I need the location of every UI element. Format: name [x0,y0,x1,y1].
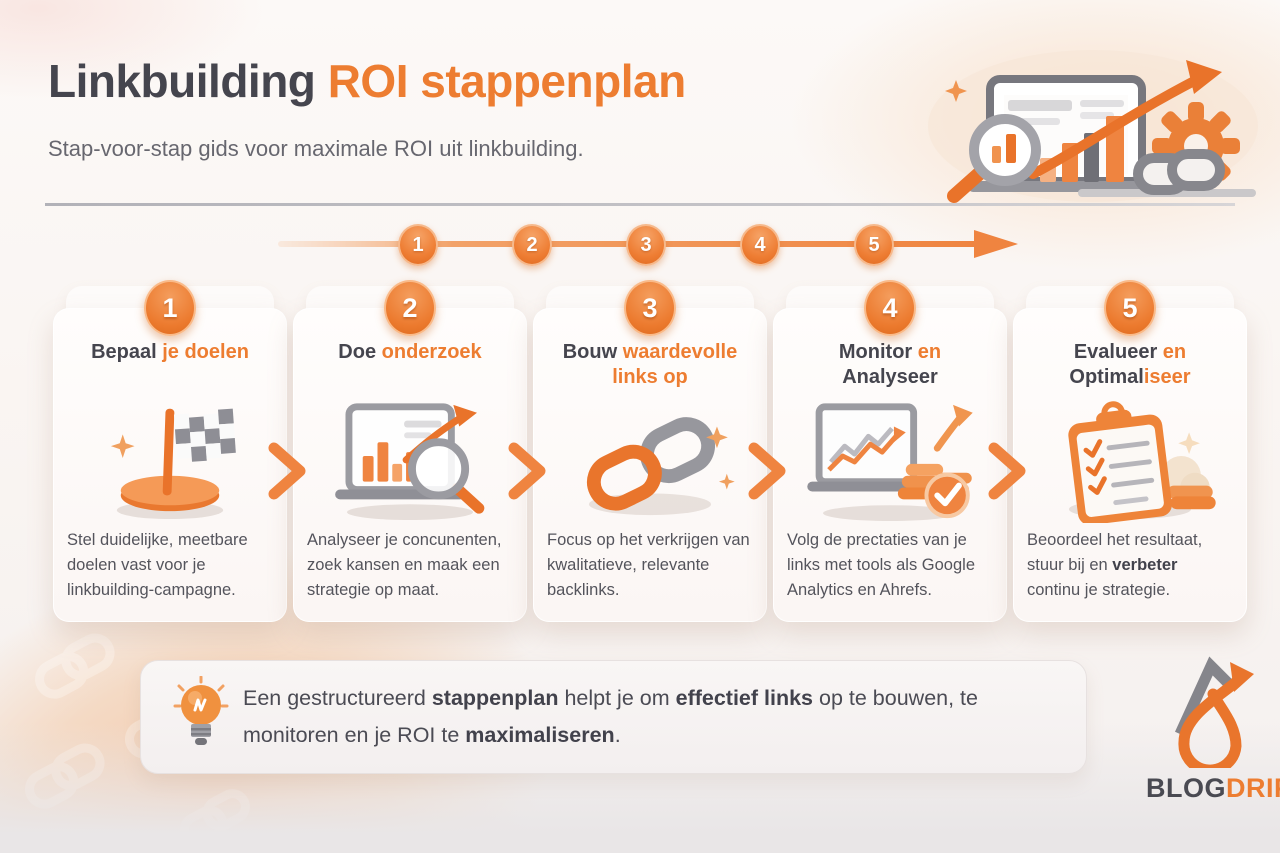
step-title: Bouw waardevolle links op [550,340,750,392]
logo-text-accent: DRIP [1226,773,1280,803]
header-illustration [928,46,1258,211]
summary-note: Een gestructureerd stappenplan helpt je … [140,660,1087,774]
step-title-dark: Optimal [1069,366,1144,388]
blogdrip-wordmark: BLOGDRIP [1146,773,1280,804]
timeline-step-label: 2 [526,233,538,256]
step-title: Monitor en Analyseer [790,340,990,392]
step-title-dark: Bouw [562,341,618,363]
step-description: Focus op het verkrijgen van kwalitatieve… [547,531,750,599]
step-description-part: continu je strategie. [1027,580,1171,599]
step-title-dark: Analyseer [842,366,938,388]
magnifier-icon [947,114,1041,203]
coins-icon [1161,456,1216,510]
step-title-accent: en [1162,341,1187,363]
monitor-analytics-icon [790,392,990,524]
chevron-right-icon [988,442,1026,500]
step-description: Stel duidelijke, meetbare doelen vast vo… [67,531,248,599]
step-number: 2 [402,292,418,323]
check-badge-icon [924,472,970,519]
step-description-part: Beoordeel het resultaat, stuur bij en [1027,531,1203,574]
sparkle-icon [110,434,135,458]
note-part: op te bouwen, te monitoren en je ROI te [243,686,978,747]
chain-link-icon [1133,149,1225,195]
laptop-research-icon [310,392,510,524]
step-title-dark: Evalueer [1073,341,1158,363]
timeline-step-2: 2 [512,224,552,266]
note-bold: effectief links [675,686,814,711]
step-number: 1 [162,292,178,323]
timeline-step-label: 1 [412,233,424,256]
step-title: Doe onderzoek [338,340,481,392]
note-part: Een gestructureerd [243,686,432,711]
note-part: . [614,723,621,747]
step-title-accent: je doelen [162,341,249,363]
summary-note-text: Een gestructureerd stappenplan helpt je … [243,680,1063,754]
step-number: 5 [1122,292,1138,323]
timeline-step-label: 4 [754,233,766,256]
step-number-badge: 4 [864,280,916,336]
sparkle-icon [706,426,728,449]
step-title-accent: onderzoek [381,341,482,363]
step-number-badge: 5 [1104,280,1156,336]
sparkle-icon [1178,432,1200,455]
growth-arrow-icon [1028,60,1222,179]
chevron-right-icon [508,442,546,500]
step-number: 3 [642,292,658,323]
step-description-bold: verbeter [1112,555,1178,574]
page-subtitle: Stap-voor-stap gids voor maximale ROI ui… [48,136,584,161]
lightbulb-icon [171,675,231,763]
timeline-step-4: 4 [740,224,780,266]
note-bold: maximaliseren [465,723,615,747]
step-description: Beoordeel het resultaat, stuur bij en ve… [1027,528,1233,602]
step-title: Evalueer en Optimaliseer [1030,340,1230,392]
sparkle-icon [945,80,967,102]
blogdrip-drop-icon [1174,656,1254,776]
note-part: helpt je om [558,686,676,711]
chevron-right-icon [268,442,306,500]
step-number-badge: 1 [144,280,196,336]
note-bold: stappenplan [431,686,559,711]
sparkle-icon [718,473,735,490]
step-description: Volg de prectaties van je links met tool… [787,531,976,599]
step-card-1: 1 Bepaal je doelen Stel dui [53,280,287,622]
step-title: Bepaal je doelen [91,340,249,392]
timeline-step-3: 3 [626,224,666,266]
step-description: Analyseer je concunenten, zoek kansen en… [307,531,502,599]
step-title-accent: iseer [1143,366,1191,388]
step-title-dark: Bepaal [91,341,157,363]
page-title: Linkbuilding ROI stappenplan [48,54,686,108]
step-number-badge: 3 [624,280,676,336]
timeline-step-label: 5 [868,233,880,256]
header-divider [45,203,1235,206]
step-number-badge: 2 [384,280,436,336]
step-title-dark: Doe [338,341,377,363]
page-title-dark: Linkbuilding [48,55,316,107]
step-number: 4 [882,292,898,323]
step-card-4: 4 Monitor en Analyseer [773,280,1007,622]
logo-text-dark: BLOG [1146,773,1226,803]
page-title-accent: ROI stappenplan [327,55,686,107]
timeline-step-label: 3 [640,233,652,256]
chevron-right-icon [748,442,786,500]
finish-flag-icon [70,392,270,524]
blogdrip-logo: BLOGDRIP [1146,650,1280,804]
step-title-dark: Monitor [838,341,913,363]
step-card-3: 3 Bouw waardevolle links op Focus op het [533,280,767,622]
timeline-step-1: 1 [398,224,438,266]
step-card-2: 2 Doe onderzoek [293,280,527,622]
step-title-accent: waardevolle links op [612,341,738,388]
step-title-accent: en [917,341,942,363]
timeline-step-5: 5 [854,224,894,266]
step-card-5: 5 Evalueer en Optimaliseer [1013,280,1247,622]
clipboard-checklist-icon [1030,392,1230,524]
chain-links-icon [550,392,750,524]
